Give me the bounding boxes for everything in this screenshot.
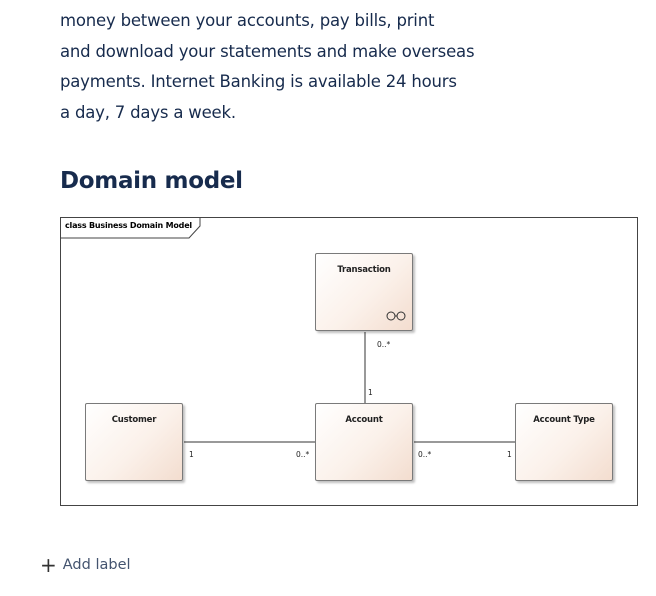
class-account-type[interactable]: Account Type [515, 403, 613, 481]
intro-line: money between your accounts, pay bills, … [60, 11, 435, 30]
frame-tag-outline [61, 218, 201, 239]
class-name: Customer [111, 415, 157, 425]
class-name: Account [345, 415, 383, 425]
plus-icon: + [40, 553, 57, 577]
class-transaction[interactable]: Transaction [315, 253, 413, 331]
class-name: Transaction [337, 265, 391, 275]
class-customer[interactable]: Customer [85, 403, 183, 481]
multiplicity-transaction: 0..* [377, 340, 391, 349]
diagram-connectors [61, 218, 515, 443]
intro-paragraph: money between your accounts, pay bills, … [60, 6, 480, 128]
intro-line: payments. Internet Banking is available … [60, 72, 457, 91]
class-name: Account Type [533, 415, 595, 425]
domain-model-diagram[interactable]: class Business Domain Model Transaction … [60, 217, 638, 506]
section-heading: Domain model [60, 168, 243, 194]
multiplicity-account-type: 1 [507, 450, 512, 459]
multiplicity-account-left: 0..* [296, 450, 310, 459]
add-label-text: Add label [62, 557, 131, 573]
add-label-button[interactable]: + Add label [40, 555, 131, 575]
multiplicity-account-top: 1 [368, 388, 373, 397]
frame-label: class Business Domain Model [65, 221, 192, 230]
multiplicity-account-right: 0..* [418, 450, 432, 459]
intro-line: and download your statements and make ov… [60, 41, 475, 61]
class-account[interactable]: Account [315, 403, 413, 481]
multiplicity-customer: 1 [189, 450, 194, 459]
intro-line: a day, 7 days a week. [60, 102, 236, 122]
link-icon [386, 311, 406, 321]
